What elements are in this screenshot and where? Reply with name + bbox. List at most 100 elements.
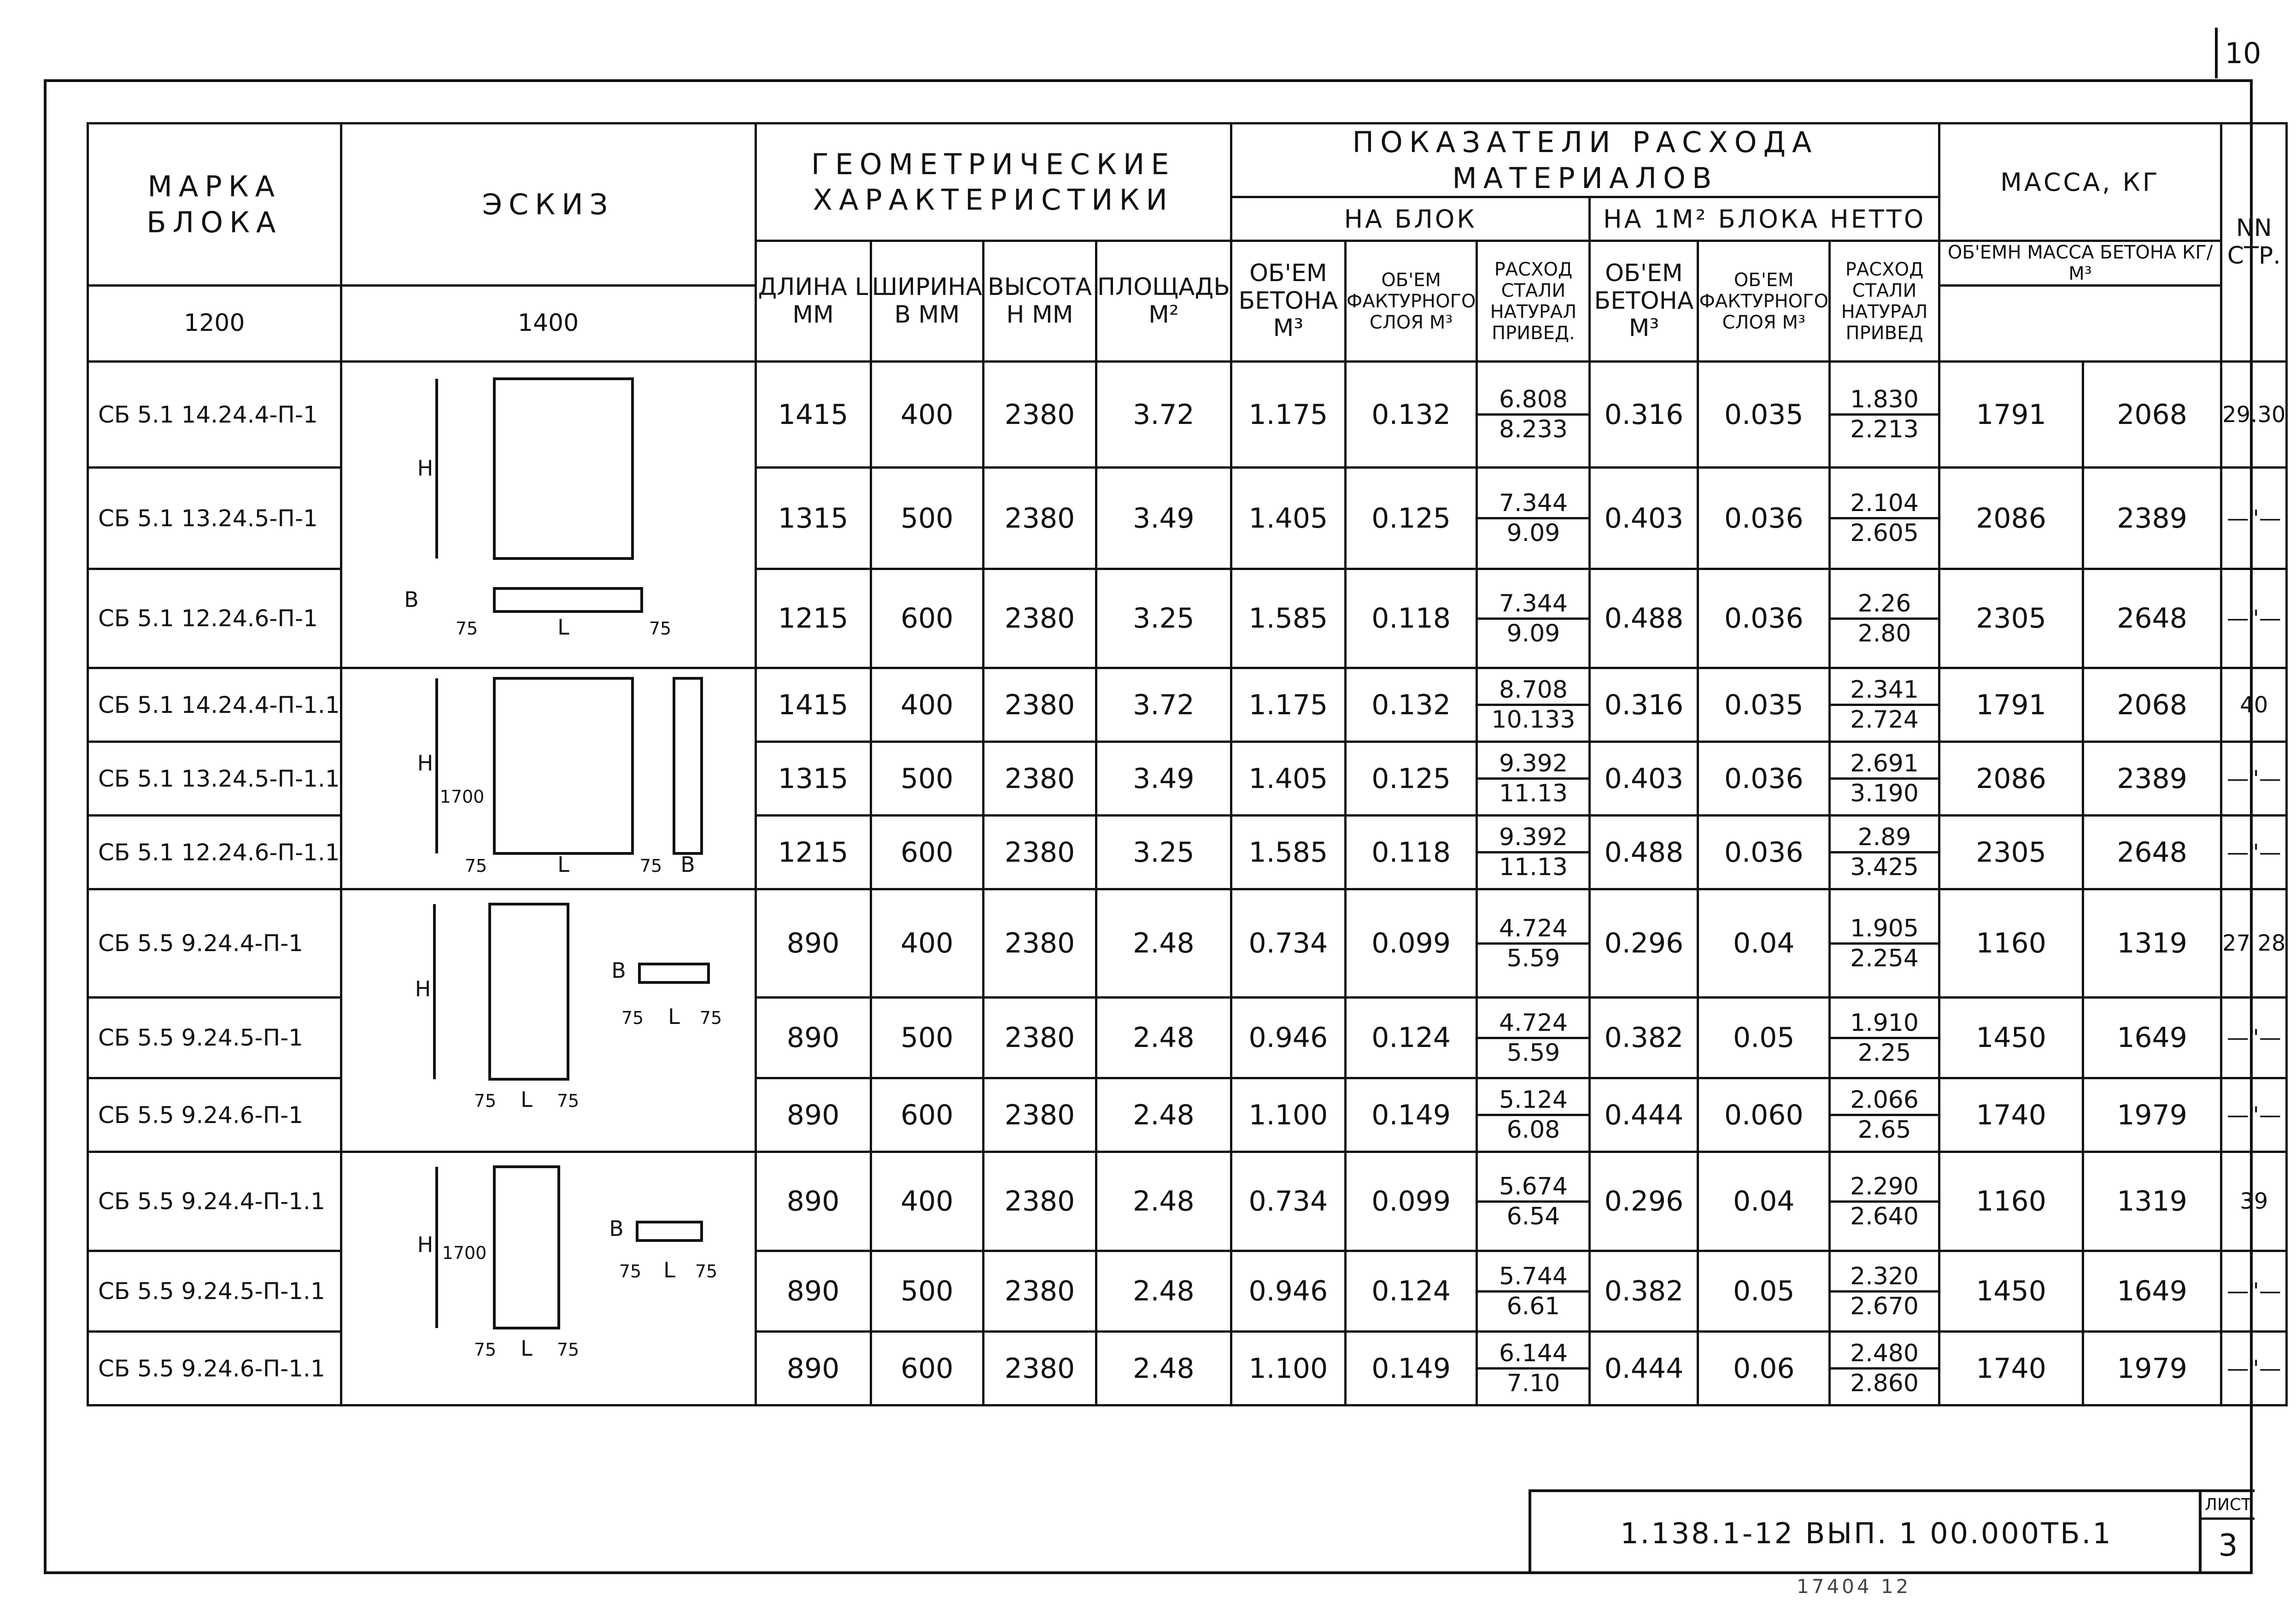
block-mark-cell: СБ 5.1 14.24.4-П-1: [87, 360, 342, 469]
width-cell: 400: [869, 888, 985, 999]
mass-1400-cell: 1649: [2082, 996, 2223, 1079]
vol-concrete-m2-cell: 0.316: [1588, 360, 1699, 469]
steel-reduced: 9.09: [1479, 617, 1587, 647]
vol-concrete-cell: 1.585: [1230, 568, 1347, 669]
width-cell: 400: [869, 360, 985, 469]
header-area: ПЛОЩАДЬ М²: [1095, 240, 1232, 363]
dim-75-bottom-right: 75: [556, 1091, 579, 1111]
dim-75-left: 75: [464, 856, 486, 876]
steel-m2-natural: 2.290: [1850, 1172, 1919, 1200]
width-cell: 400: [869, 667, 985, 743]
area-cell: 3.25: [1095, 814, 1232, 890]
steel-natural: 5.674: [1499, 1172, 1568, 1200]
length-label: L: [557, 615, 569, 639]
length-label: L: [663, 1258, 675, 1282]
block-elevation: [488, 903, 569, 1081]
width-label: В: [404, 587, 419, 612]
vol-facing-m2-cell: 0.036: [1697, 466, 1831, 570]
length-cell: 1415: [754, 360, 872, 469]
mass-1200-cell: 1740: [1938, 1077, 2085, 1153]
steel-m2-reduced: 2.254: [1832, 942, 1937, 972]
blocks-table: МАРКА БЛОКА ЭСКИЗ ГЕОМЕТРИЧЕСКИЕ ХАРАКТЕ…: [87, 122, 2288, 1406]
dim-75-bottom-right: 75: [556, 1340, 579, 1360]
page-number: 10: [2215, 28, 2268, 78]
vol-facing-cell: 0.124: [1344, 996, 1478, 1079]
area-cell: 3.25: [1095, 568, 1232, 669]
steel-natural: 4.724: [1499, 914, 1568, 942]
area-cell: 2.48: [1095, 1077, 1232, 1153]
width-cell: 500: [869, 466, 985, 570]
page-ref-cell: —"—: [2220, 466, 2288, 570]
page-ref-cell: —"—: [2220, 1330, 2288, 1406]
sheet-label: ЛИСТ: [2202, 1492, 2255, 1520]
vol-concrete-m2-cell: 0.296: [1588, 1151, 1699, 1252]
width-cell: 400: [869, 1151, 985, 1252]
header-mark: МАРКА БЛОКА: [87, 122, 342, 287]
vol-concrete-cell: 1.405: [1230, 741, 1347, 817]
length-cell: 890: [754, 1077, 872, 1153]
area-cell: 2.48: [1095, 1151, 1232, 1252]
area-cell: 3.72: [1095, 667, 1232, 743]
sheet-number: 3: [2218, 1527, 2238, 1563]
height-cell: 2380: [982, 1250, 1097, 1333]
page-ref-cell: 29.30: [2220, 360, 2288, 469]
vol-concrete-cell: 0.734: [1230, 888, 1347, 999]
height-label: Н: [417, 751, 433, 776]
steel-natural: 9.392: [1499, 750, 1568, 777]
vol-concrete-cell: 1.100: [1230, 1077, 1347, 1153]
area-cell: 3.49: [1095, 741, 1232, 817]
dim-75-right: 75: [639, 856, 662, 876]
steel-reduced: 6.08: [1479, 1114, 1587, 1144]
steel-natural: 9.392: [1499, 823, 1568, 851]
mass-1400-cell: 2389: [2082, 466, 2223, 570]
page-ref-cell: 27 28: [2220, 888, 2288, 999]
header-vol-facing: ОБ'ЕМ ФАКТУРНОГО СЛОЯ М³: [1344, 240, 1478, 363]
steel-m2-natural: 2.320: [1850, 1262, 1919, 1290]
steel-m2-natural: 1.905: [1850, 914, 1919, 942]
steel-reduced: 8.233: [1479, 413, 1587, 443]
steel-m2-reduced: 2.25: [1832, 1036, 1937, 1067]
page-ref-cell: 40: [2220, 667, 2288, 743]
steel-m2-reduced: 3.425: [1832, 851, 1937, 881]
dim-75-left: 75: [621, 1008, 643, 1028]
length-label-bottom: L: [521, 1087, 533, 1112]
steel-natural: 5.744: [1499, 1262, 1568, 1290]
block-mark-cell: СБ 5.5 9.24.4-П-1: [87, 888, 342, 999]
header-mass-density: ОБ'ЕМН МАССА БЕТОНА КГ/М³: [1938, 240, 2223, 287]
steel-m2-natural: 2.26: [1857, 589, 1911, 617]
header-vol-facing-m2: ОБ'ЕМ ФАКТУРНОГО СЛОЯ М³: [1697, 240, 1831, 363]
area-cell: 2.48: [1095, 1330, 1232, 1406]
vol-facing-cell: 0.099: [1344, 888, 1478, 999]
page-ref-cell: —"—: [2220, 568, 2288, 669]
dim-75-right: 75: [695, 1261, 717, 1282]
vol-concrete-m2-cell: 0.316: [1588, 667, 1699, 743]
vol-facing-cell: 0.132: [1344, 360, 1478, 469]
vol-facing-cell: 0.099: [1344, 1151, 1478, 1252]
vol-facing-cell: 0.124: [1344, 1250, 1478, 1333]
header-per-block: НА БЛОК: [1230, 196, 1591, 242]
steel-m2-reduced: 3.190: [1832, 777, 1937, 807]
area-cell: 3.49: [1095, 466, 1232, 570]
header-page-no: NN СТР.: [2220, 122, 2288, 363]
vol-facing-m2-cell: 0.035: [1697, 360, 1831, 469]
mass-1400-cell: 2389: [2082, 741, 2223, 817]
steel-reduced: 6.54: [1479, 1200, 1587, 1230]
